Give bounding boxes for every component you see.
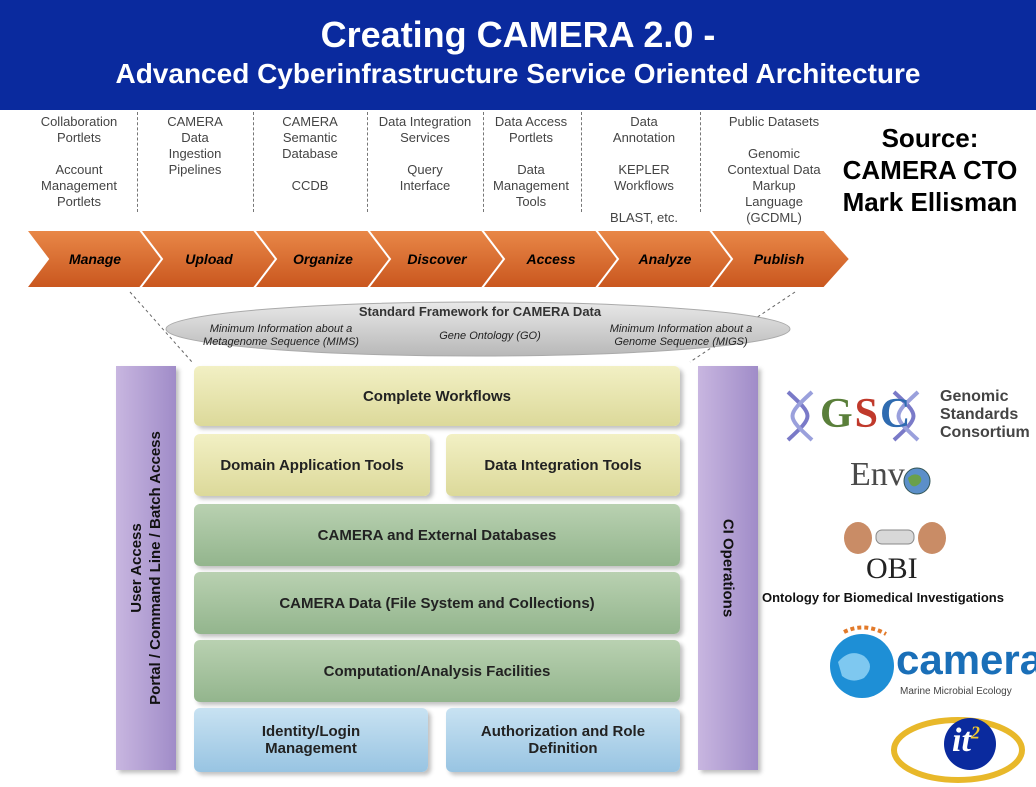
- camera-data-layer: CAMERA Data (File System and Collections…: [194, 572, 680, 634]
- stage-arrow-row: Manage Upload Organize Discover Access Analyz…: [23, 229, 852, 289]
- framework-mims: Minimum Information about a Metagenome S…: [203, 323, 359, 348]
- it2-superscript: 2: [970, 722, 980, 743]
- ci-operations-bar: [698, 366, 758, 770]
- user-access-bar: [116, 366, 176, 770]
- envo-logo: Env: [850, 456, 940, 498]
- column-separator: [483, 112, 484, 212]
- stage-label-organize: Organize: [293, 251, 353, 267]
- stage-label-upload: Upload: [185, 251, 233, 267]
- stage-label-access: Access: [525, 251, 575, 267]
- stage-label-manage: Manage: [69, 251, 121, 267]
- column-separator: [581, 112, 582, 212]
- column-separator: [253, 112, 254, 212]
- complete-workflows-layer: Complete Workflows: [194, 366, 680, 426]
- domain-application-tools-layer: Domain Application Tools: [194, 434, 430, 496]
- framework-migs: Minimum Information about a Genome Seque…: [609, 323, 753, 348]
- dna-helix-icon: [786, 390, 920, 442]
- framework-ellipse: [165, 301, 791, 357]
- user-access-label: User Access Portal / Command Line / Batc…: [128, 431, 164, 705]
- source-credit: Source: CAMERA CTO Mark Ellisman: [842, 123, 1018, 217]
- stage-arrow-publish: [707, 229, 852, 289]
- ci-operations-label: CI Operations: [719, 518, 737, 618]
- framework-title: Standard Framework for CAMERA Data: [358, 304, 602, 319]
- title-banner: Creating CAMERA 2.0 - Advanced Cyberinfr…: [0, 0, 1036, 110]
- gsc-letters: GSC: [820, 391, 913, 437]
- obi-logo: OBI: [840, 520, 950, 586]
- computation-layer: Computation/Analysis Facilities: [194, 640, 680, 702]
- swoosh-icon: [891, 717, 1025, 783]
- framework-go: Gene Ontology (GO): [439, 330, 541, 342]
- identity-login-layer: Identity/Login Management: [194, 708, 428, 772]
- it2-logo: it2: [888, 708, 1028, 784]
- globe-icon: [903, 467, 931, 495]
- camera-logo: camera Marine Microbial Ecology: [824, 622, 1036, 706]
- data-integration-tools-layer: Data Integration Tools: [446, 434, 680, 496]
- column-separator: [700, 112, 701, 212]
- camera-globe-icon: [830, 625, 894, 698]
- stage-label-publish: Publish: [754, 251, 805, 267]
- gsc-logo: GSC Genomic Standards Consortium: [784, 386, 1034, 444]
- databases-layer: CAMERA and External Databases: [194, 504, 680, 566]
- page-title: Creating CAMERA 2.0 -: [320, 14, 716, 55]
- gsc-name: Genomic Standards Consortium: [940, 388, 1030, 441]
- stage-label-discover: Discover: [407, 251, 468, 267]
- column-separator: [367, 112, 368, 212]
- stage-label-analyze: Analyze: [638, 251, 692, 267]
- protein-icon: [844, 522, 946, 554]
- column-separator: [137, 112, 138, 212]
- framework-graphic: [129, 291, 796, 363]
- it2-text: it: [952, 722, 971, 759]
- authorization-layer: Authorization and Role Definition: [446, 708, 680, 772]
- obi-caption: Ontology for Biomedical Investigations: [762, 590, 1004, 605]
- page-subtitle: Advanced Cyberinfrastructure Service Ori…: [115, 58, 921, 89]
